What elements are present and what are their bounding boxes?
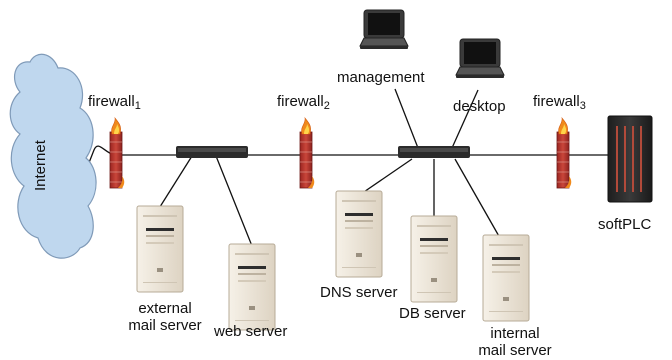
internal-mail-label-line1: internal [490,325,540,342]
softplc-label: softPLC [598,216,652,233]
db-server-icon [410,215,458,303]
management-laptop-icon [359,9,409,50]
management-label: management [337,69,425,86]
external-mail-server-label: external mail server [120,300,210,334]
firewall-1-icon [109,117,125,189]
firewall-1-label: firewall1 [88,93,141,115]
internal-mail-server-label: internal mail server [470,325,560,359]
switch-1-icon [176,146,248,158]
internet-cloud: Internet [9,53,97,259]
internal-mail-label-line2: mail server [478,342,552,359]
web-server-label: web server [214,323,288,340]
softplc-icon [607,115,653,203]
switch-2-icon [398,146,470,158]
web-server-icon [228,243,276,331]
dns-server-icon [335,190,383,278]
firewall-3-icon [556,117,572,189]
desktop-laptop-icon [455,38,505,79]
internet-label: Internet [32,139,49,191]
firewall-2-icon [299,117,315,189]
external-mail-label-line1: external [138,300,192,317]
firewall-2-label-base: firewall [277,93,324,110]
firewall-2-label: firewall2 [277,93,330,115]
firewall-1-label-base: firewall [88,93,135,110]
internal-mail-server-icon [482,234,530,322]
desktop-label: desktop [453,98,506,115]
firewall-2-label-sub: 2 [323,100,330,112]
dns-server-label: DNS server [320,284,398,301]
db-server-label: DB server [399,305,466,322]
external-mail-label-line2: mail server [128,317,202,334]
firewall-1-label-sub: 1 [134,100,141,112]
firewall-3-label-sub: 3 [579,100,586,112]
firewall-3-label: firewall3 [533,93,586,115]
firewall-3-label-base: firewall [533,93,580,110]
external-mail-server-icon [136,205,184,293]
